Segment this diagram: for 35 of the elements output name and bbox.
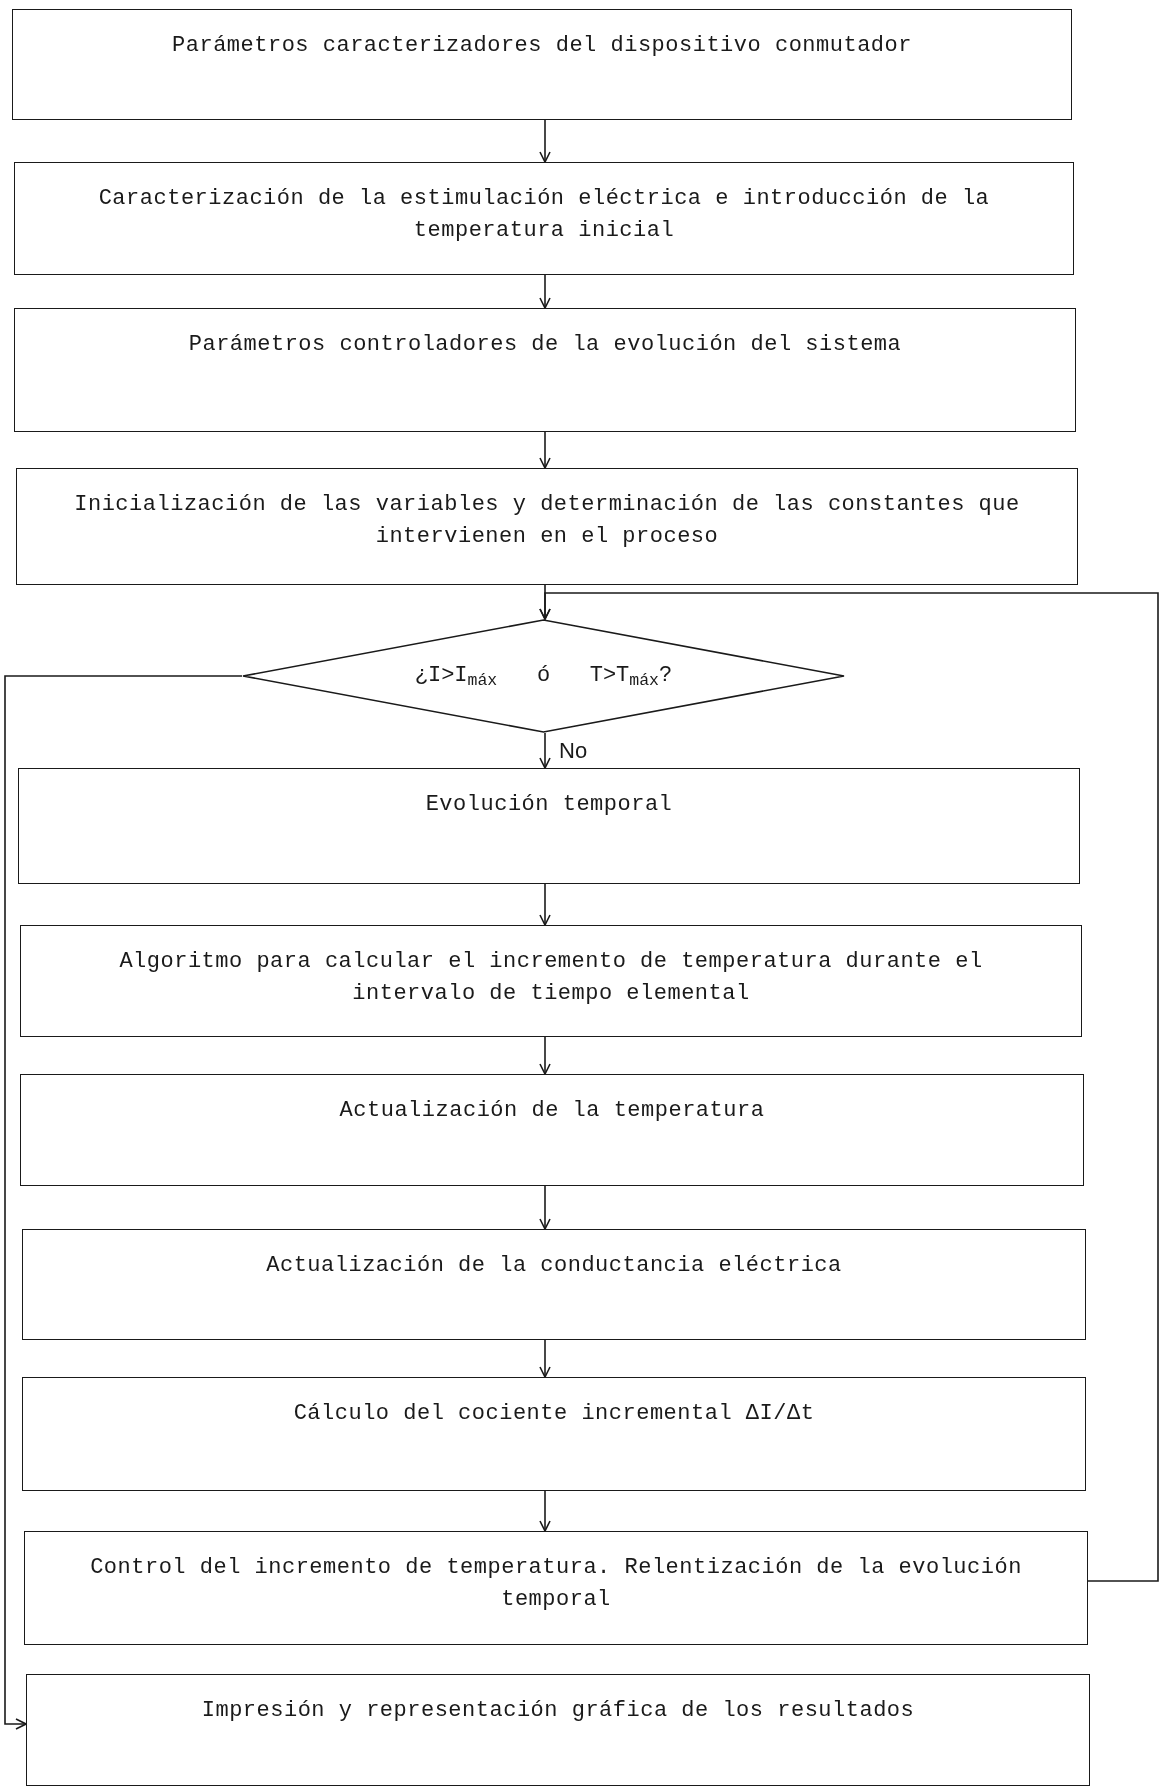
- arrow: [539, 592, 1159, 1582]
- arrow: [539, 1185, 551, 1230]
- box-text: Control del incremento de temperatura. Relentización de la evolución temporal: [89, 1554, 1023, 1614]
- process-box: [20, 925, 1082, 1037]
- box-text: Evolución temporal: [425, 791, 673, 819]
- process-box: [20, 1074, 1084, 1186]
- box-text: Parámetros controladores de la evolución del sistema: [188, 331, 902, 359]
- decision-diamond: [242, 619, 845, 733]
- arrow: [539, 1490, 551, 1532]
- arrow: [539, 883, 551, 926]
- arrow: [539, 732, 551, 769]
- process-box: [24, 1531, 1088, 1645]
- process-box: [12, 9, 1072, 120]
- process-box: [22, 1229, 1086, 1340]
- box-text: Inicialización de las variables y determinación de las constantes que intervienen en el proceso: [73, 491, 1021, 551]
- box-text: Cálculo del cociente incremental ΔI/Δt: [293, 1400, 815, 1428]
- box-text: Caracterización de la estimulación eléctrica e introducción de la temperatura inicial: [97, 185, 991, 245]
- process-box: [22, 1377, 1086, 1491]
- arrow: [539, 119, 551, 163]
- process-box: [14, 162, 1074, 275]
- arrow: [539, 1339, 551, 1378]
- process-box: [14, 308, 1076, 432]
- process-box: [16, 468, 1078, 585]
- process-box: [26, 1674, 1090, 1786]
- box-text: Parámetros caracterizadores del dispositivo conmutador: [172, 32, 912, 60]
- process-box: [18, 768, 1080, 884]
- box-text: Actualización de la temperatura: [339, 1097, 765, 1125]
- box-text: Impresión y representación gráfica de los resultados: [201, 1697, 915, 1725]
- box-text: Algoritmo para calcular el incremento de temperatura durante el intervalo de tiempo elemental: [118, 948, 984, 1008]
- box-text: Actualización de la conductancia eléctrica: [266, 1252, 842, 1280]
- arrow: [4, 675, 243, 1730]
- arrow: [539, 1036, 551, 1075]
- decision-text: ¿I>I$_{máx}$ ó T>T$_{máx}$?: [414, 662, 673, 690]
- arrow: [539, 431, 551, 469]
- arrow: [539, 274, 551, 309]
